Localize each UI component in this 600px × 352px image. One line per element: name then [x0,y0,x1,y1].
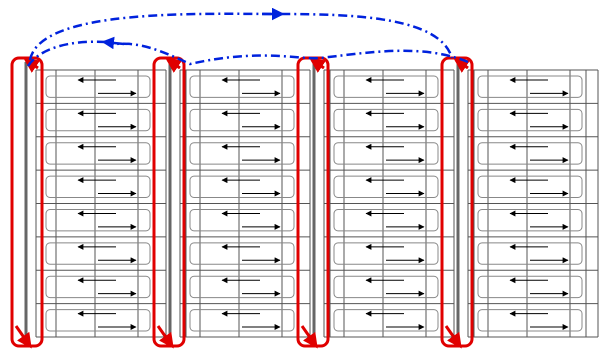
storage-cell [189,275,295,299]
storage-cell [477,142,583,165]
storage-cell [45,309,151,332]
aisle-up-arrow [23,58,41,73]
storage-cell [333,242,439,265]
transfer-path-outer [28,12,454,61]
storage-cell [45,108,151,132]
storage-cell [333,309,439,332]
storage-cell [45,75,151,98]
transfer-arrow-left [101,36,125,50]
aisle-loop [440,56,474,349]
transfer-path-inner-end [26,40,107,67]
storage-cell [477,209,583,232]
aisle-loops [10,56,474,349]
storage-cell [189,75,295,98]
rack-block [312,62,455,340]
aisle-up-arrow [165,58,183,73]
storage-cell [333,75,439,98]
storage-cell [477,275,583,299]
storage-cell [189,209,295,232]
storage-cell [477,108,583,132]
storage-cell [477,75,583,98]
aisle-down-arrow [300,325,318,349]
storage-cell [477,242,583,265]
storage-cell [45,175,151,198]
storage-cell [333,209,439,232]
storage-cell [45,209,151,232]
aisle-up-arrow [309,58,327,73]
aisle-loop [10,56,44,349]
storage-cell [477,309,583,332]
aisle-up-arrow [453,58,471,73]
storage-cell [45,242,151,265]
storage-cell [189,309,295,332]
storage-cell [333,175,439,198]
rack-grid [24,62,599,340]
storage-cell [189,175,295,198]
aisle-down-arrow [14,325,32,349]
storage-cell [189,242,295,265]
aisle-down-arrow [444,325,462,349]
storage-cell [333,142,439,165]
rack-block [168,62,311,340]
storage-cell [45,275,151,299]
rack-block [456,62,599,340]
rack-block [24,62,167,340]
storage-cell [333,108,439,132]
storage-cell [333,275,439,299]
storage-cell [45,142,151,165]
aisle-loop [152,56,186,349]
storage-cell [477,175,583,198]
aisle-down-arrow [156,325,174,349]
storage-cell [189,142,295,165]
storage-cell [189,108,295,132]
transfer-path-inner [114,42,469,66]
transfer-paths [26,7,469,67]
